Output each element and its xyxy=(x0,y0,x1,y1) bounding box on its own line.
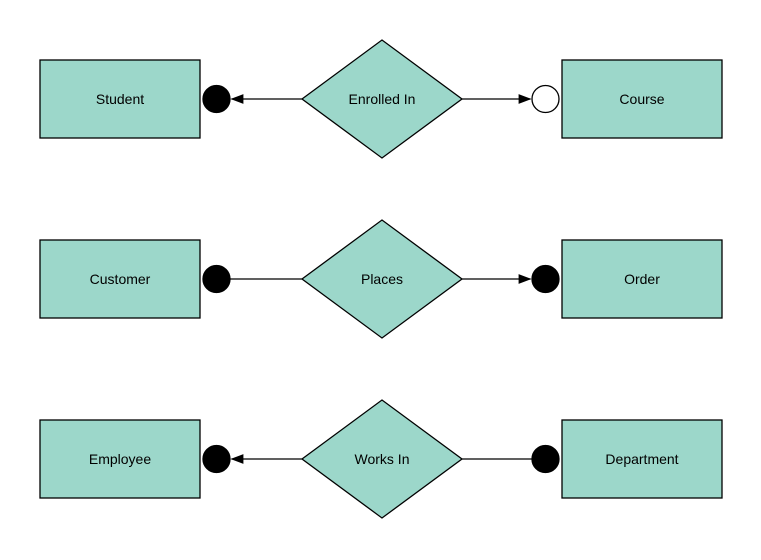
cardinality-marker-filled-circle-student[interactable] xyxy=(202,84,231,114)
relationship-label-works-in: Works In xyxy=(355,451,410,467)
entity-box-course[interactable] xyxy=(561,59,723,139)
entity-label-student: Student xyxy=(96,91,144,107)
relationship-label-enrolled-in: Enrolled In xyxy=(349,91,416,107)
entity-box-student[interactable] xyxy=(39,59,201,139)
relationship-label-places: Places xyxy=(361,271,403,287)
entity-label-course: Course xyxy=(619,91,664,107)
entity-label-employee: Employee xyxy=(89,451,151,467)
cardinality-marker-filled-circle-department[interactable] xyxy=(531,444,560,474)
cardinality-marker-filled-circle-customer[interactable] xyxy=(202,264,231,294)
entity-box-order[interactable] xyxy=(561,239,723,319)
entity-box-department[interactable] xyxy=(561,419,723,499)
entity-box-employee[interactable] xyxy=(39,419,201,499)
entity-box-customer[interactable] xyxy=(39,239,201,319)
cardinality-marker-filled-circle-employee[interactable] xyxy=(202,444,231,474)
entity-label-order: Order xyxy=(624,271,660,287)
cardinality-marker-filled-circle-order[interactable] xyxy=(531,264,560,294)
entity-label-department: Department xyxy=(605,451,678,467)
cardinality-marker-open-circle-course[interactable] xyxy=(531,84,560,114)
entity-label-customer: Customer xyxy=(90,271,151,287)
